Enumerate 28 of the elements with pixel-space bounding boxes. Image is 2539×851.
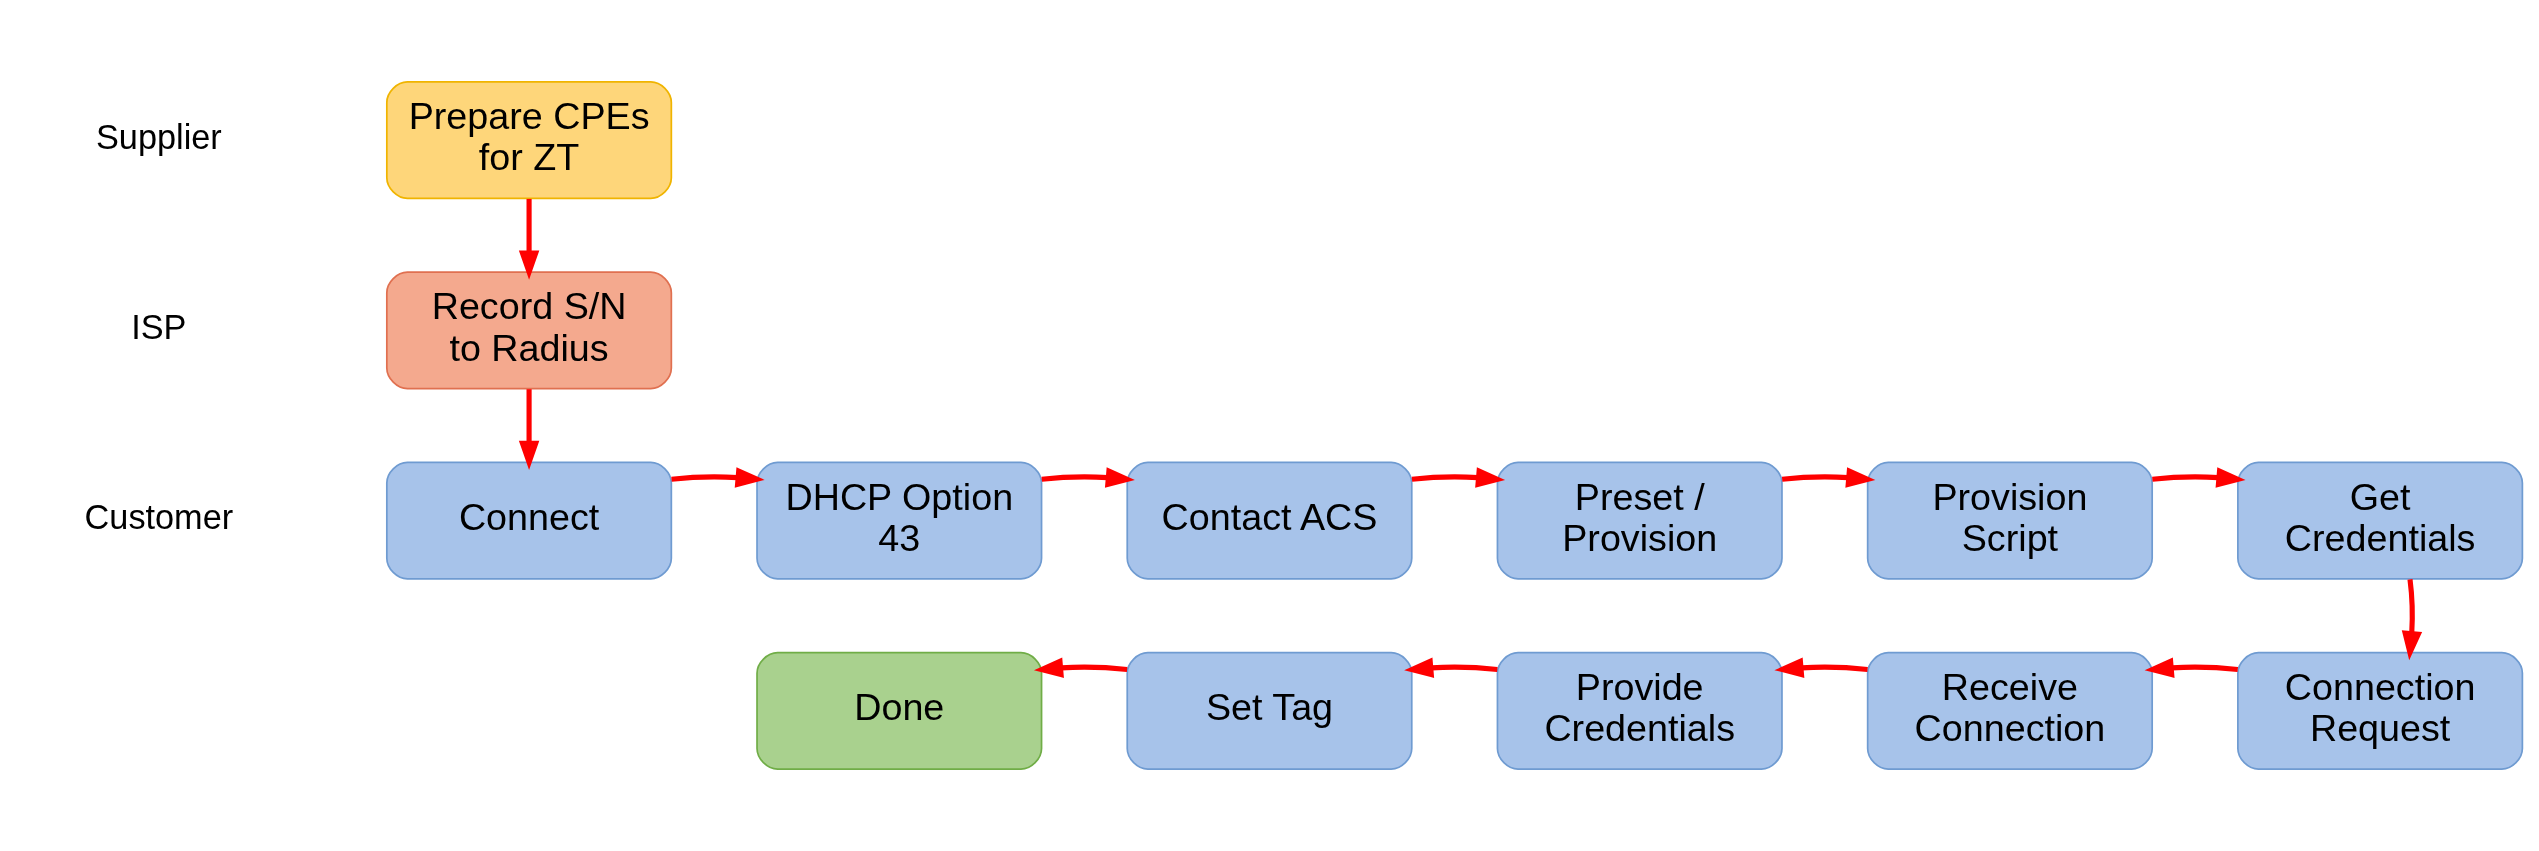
arrow [1404, 657, 1498, 678]
node-box: Provide Credentials [1496, 651, 1783, 770]
node-box: Connection Request [2237, 651, 2524, 770]
label: Customer [84, 498, 234, 537]
arrow [2401, 579, 2423, 661]
arrow [518, 389, 540, 470]
arrow [2144, 657, 2239, 678]
node-box: Set Tag [1126, 651, 1413, 770]
node-box: Provision Script [1866, 461, 2154, 580]
node-box: Connect [385, 461, 673, 580]
node-box: DHCP Option 43 [756, 461, 1043, 580]
label: Supplier [96, 117, 222, 156]
arrow [1033, 657, 1128, 678]
arrow [671, 467, 765, 488]
arrow [1041, 467, 1135, 488]
node-box: Preset / Provision [1496, 461, 1783, 580]
label: ISP [131, 307, 187, 346]
arrow [518, 198, 540, 280]
node-box: Receive Connection [1866, 651, 2154, 770]
node-box: Record S/N to Radius [385, 271, 673, 390]
node-box: Done [756, 651, 1043, 770]
arrow [1781, 467, 1876, 488]
node-box: Prepare CPEs for ZT [385, 81, 673, 200]
arrow [1774, 657, 1868, 678]
arrow [1411, 467, 1506, 488]
node-box: Get Credentials [2237, 461, 2524, 580]
node-box: Contact ACS [1126, 461, 1413, 580]
arrow [2152, 467, 2246, 488]
